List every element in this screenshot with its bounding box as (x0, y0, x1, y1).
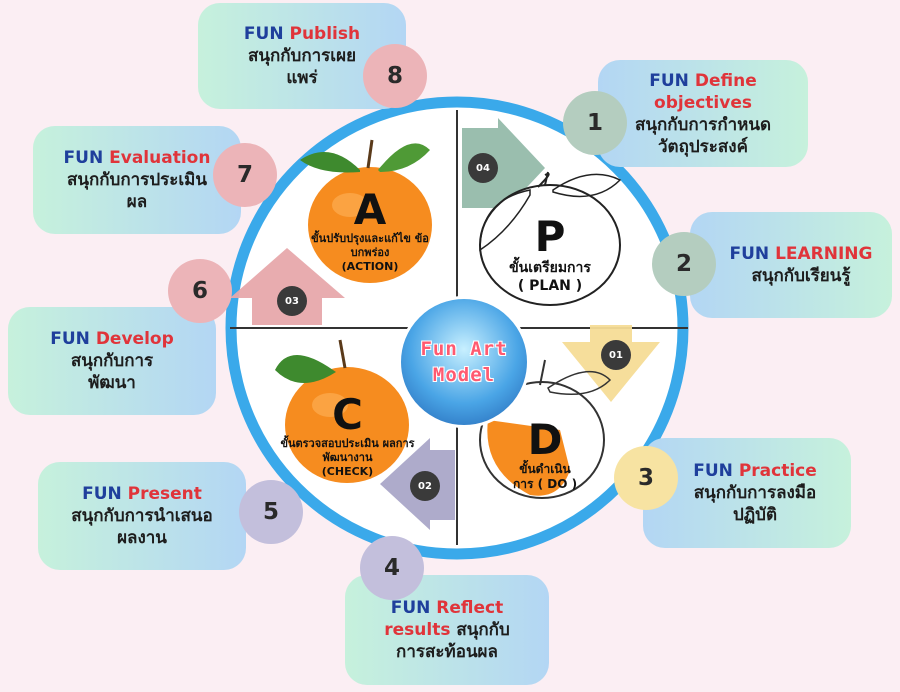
step-5-keyword: Present (127, 484, 202, 504)
step-3-thai1: สนุกกับการลงมือ (693, 483, 817, 503)
orange-a (300, 139, 432, 283)
arrow-01-label: 01 (601, 340, 631, 370)
step-1-keyword: Define (694, 70, 757, 91)
quadrant-c-letter: C (332, 390, 363, 439)
step-1-thai2: วัตถุประสงค์ (658, 136, 748, 157)
step-1-keyword2: objectives (654, 92, 752, 113)
step-5-thai1: สนุกกับการนำเสนอ (71, 506, 213, 526)
step-3-fun: FUN (693, 461, 733, 481)
step-4-keyword2: results (384, 620, 451, 640)
quadrant-d-thai: ขั้นดำเนิน (519, 462, 571, 476)
step-2-number: 2 (652, 232, 716, 296)
quadrant-d-letter: D (527, 415, 563, 464)
step-3-keyword: Practice (738, 461, 817, 481)
orange-c (275, 339, 409, 483)
step-4-thai1: สนุกกับ (456, 620, 510, 640)
step-5-thai2: ผลงาน (117, 528, 167, 548)
step-1-box: FUN Define objectives สนุกกับการกำหนด วั… (598, 60, 808, 167)
quadrant-d-label: D ขั้นดำเนิน การ ( DO ) (500, 418, 590, 492)
center-title-badge: Fun Art Model (398, 296, 530, 428)
step-7-number: 7 (213, 143, 277, 207)
quadrant-a-label: A ขั้นปรับปรุงและแก้ไข ข้อบกพร่อง (ACTIO… (305, 188, 435, 274)
step-1-number: 1 (563, 91, 627, 155)
step-3-box: FUN Practice สนุกกับการลงมือ ปฏิบัติ (643, 438, 851, 548)
quadrant-p-letter: P (534, 212, 566, 261)
step-8-keyword: Publish (289, 24, 361, 44)
step-2-fun: FUN (729, 244, 770, 264)
step-2-thai1: สนุกกับเรียนรู้ (751, 266, 851, 286)
arrow-04 (462, 118, 545, 218)
center-title-line2: Model (432, 364, 496, 386)
step-3-thai2: ปฏิบัติ (732, 505, 778, 525)
step-4-number: 4 (360, 536, 424, 600)
quadrant-a-letter: A (353, 185, 387, 234)
quadrant-d-en: การ ( DO ) (512, 477, 578, 491)
arrow-02-label: 02 (410, 471, 440, 501)
step-3-number: 3 (614, 446, 678, 510)
quadrant-c-label: C ขั้นตรวจสอบประเมิน ผลการพัฒนางาน (CHEC… (280, 393, 415, 479)
step-7-thai2: ผล (126, 192, 148, 212)
quadrant-p-en: ( PLAN ) (517, 278, 583, 294)
step-4-fun: FUN (390, 598, 431, 618)
step-1-thai1: สนุกกับการกำหนด (634, 114, 772, 135)
quadrant-p-label: P ขั้นเตรียมการ ( PLAN ) (490, 215, 610, 295)
step-6-thai2: พัฒนา (88, 373, 136, 393)
step-7-thai1: สนุกกับการประเมิน (66, 170, 208, 190)
orange-p (479, 171, 622, 306)
quadrant-c-thai: ขั้นตรวจสอบประเมิน ผลการพัฒนางาน (280, 437, 415, 464)
step-1-fun: FUN (649, 70, 689, 91)
step-6-thai1: สนุกกับการ (70, 351, 154, 371)
center-title-line1: Fun Art (420, 338, 508, 360)
step-6-fun: FUN (50, 329, 90, 349)
step-8-thai1: สนุกกับการเผย (247, 46, 357, 66)
step-7-keyword: Evaluation (109, 148, 211, 168)
quadrant-c-en: (CHECK) (321, 465, 374, 478)
arrow-03-label: 03 (277, 286, 307, 316)
step-7-box: FUN Evaluation สนุกกับการประเมิน ผล (33, 126, 241, 234)
step-2-box: FUN LEARNING สนุกกับเรียนรู้ (690, 212, 892, 318)
step-2-keyword: LEARNING (775, 244, 873, 264)
quadrant-a-thai: ขั้นปรับปรุงและแก้ไข ข้อบกพร่อง (311, 232, 429, 259)
step-5-fun: FUN (82, 484, 122, 504)
step-7-fun: FUN (63, 148, 104, 168)
step-4-keyword: Reflect (436, 598, 504, 618)
step-8-fun: FUN (243, 24, 284, 44)
quadrant-p-thai: ขั้นเตรียมการ (509, 260, 591, 276)
arrow-04-label: 04 (468, 153, 498, 183)
step-4-thai2: การสะท้อนผล (396, 642, 498, 662)
step-5-box: FUN Present สนุกกับการนำเสนอ ผลงาน (38, 462, 246, 570)
step-6-number: 6 (168, 259, 232, 323)
step-6-box: FUN Develop สนุกกับการ พัฒนา (8, 307, 216, 415)
step-8-number: 8 (363, 44, 427, 108)
step-6-keyword: Develop (95, 329, 174, 349)
step-8-thai2: แพร่ (286, 68, 318, 88)
step-5-number: 5 (239, 480, 303, 544)
quadrant-a-en: (ACTION) (341, 260, 399, 273)
